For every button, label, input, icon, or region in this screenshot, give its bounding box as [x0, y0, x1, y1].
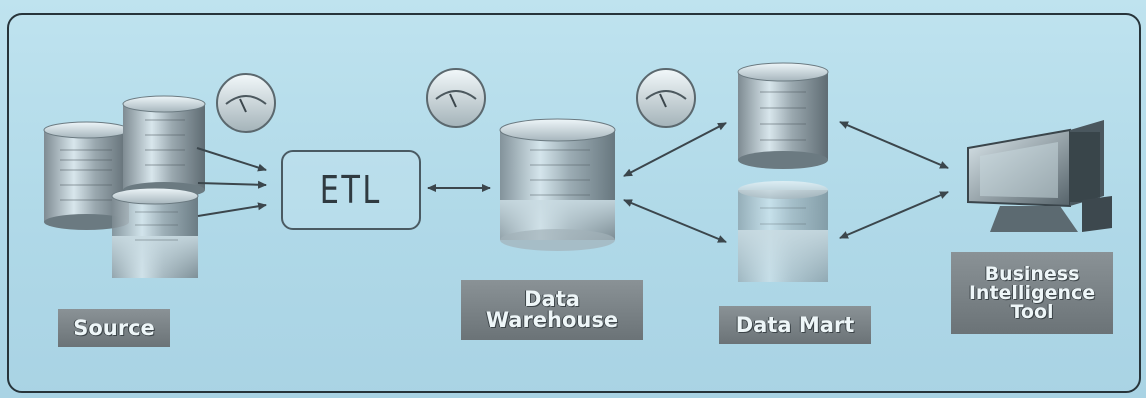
etl-box: ETL — [281, 150, 421, 230]
source-label: Source — [58, 309, 170, 347]
source-label-text: Source — [73, 315, 155, 340]
diagram-border — [7, 13, 1141, 393]
data-warehouse-label: Data Warehouse — [461, 280, 643, 340]
source-database-icon — [43, 95, 206, 278]
monitor-icon — [967, 120, 1112, 232]
bi-tool-label-line-1: Business — [984, 262, 1080, 285]
bi-tool-label-line-2: Intelligence — [968, 281, 1096, 304]
data-mart-database-icon — [737, 62, 829, 169]
arrow-icon — [623, 122, 727, 243]
data-mart-database-icon — [738, 181, 828, 282]
gauge-icon — [426, 68, 486, 128]
gauge-icon — [636, 68, 696, 128]
data-warehouse-database-icon — [499, 118, 616, 251]
gauge-icon — [216, 73, 276, 133]
data-warehouse-label-line-1: Data — [524, 287, 580, 311]
data-mart-label-text: Data Mart — [735, 312, 855, 337]
etl-label: ETL — [320, 168, 382, 212]
arrow-icon — [839, 121, 949, 239]
data-mart-label: Data Mart — [719, 306, 871, 344]
data-warehouse-label-line-2: Warehouse — [485, 308, 619, 332]
bi-tool-label-line-3: Tool — [1010, 300, 1054, 323]
bi-tool-label: Business Intelligence Tool — [951, 252, 1113, 334]
arrow-icon — [196, 147, 267, 217]
